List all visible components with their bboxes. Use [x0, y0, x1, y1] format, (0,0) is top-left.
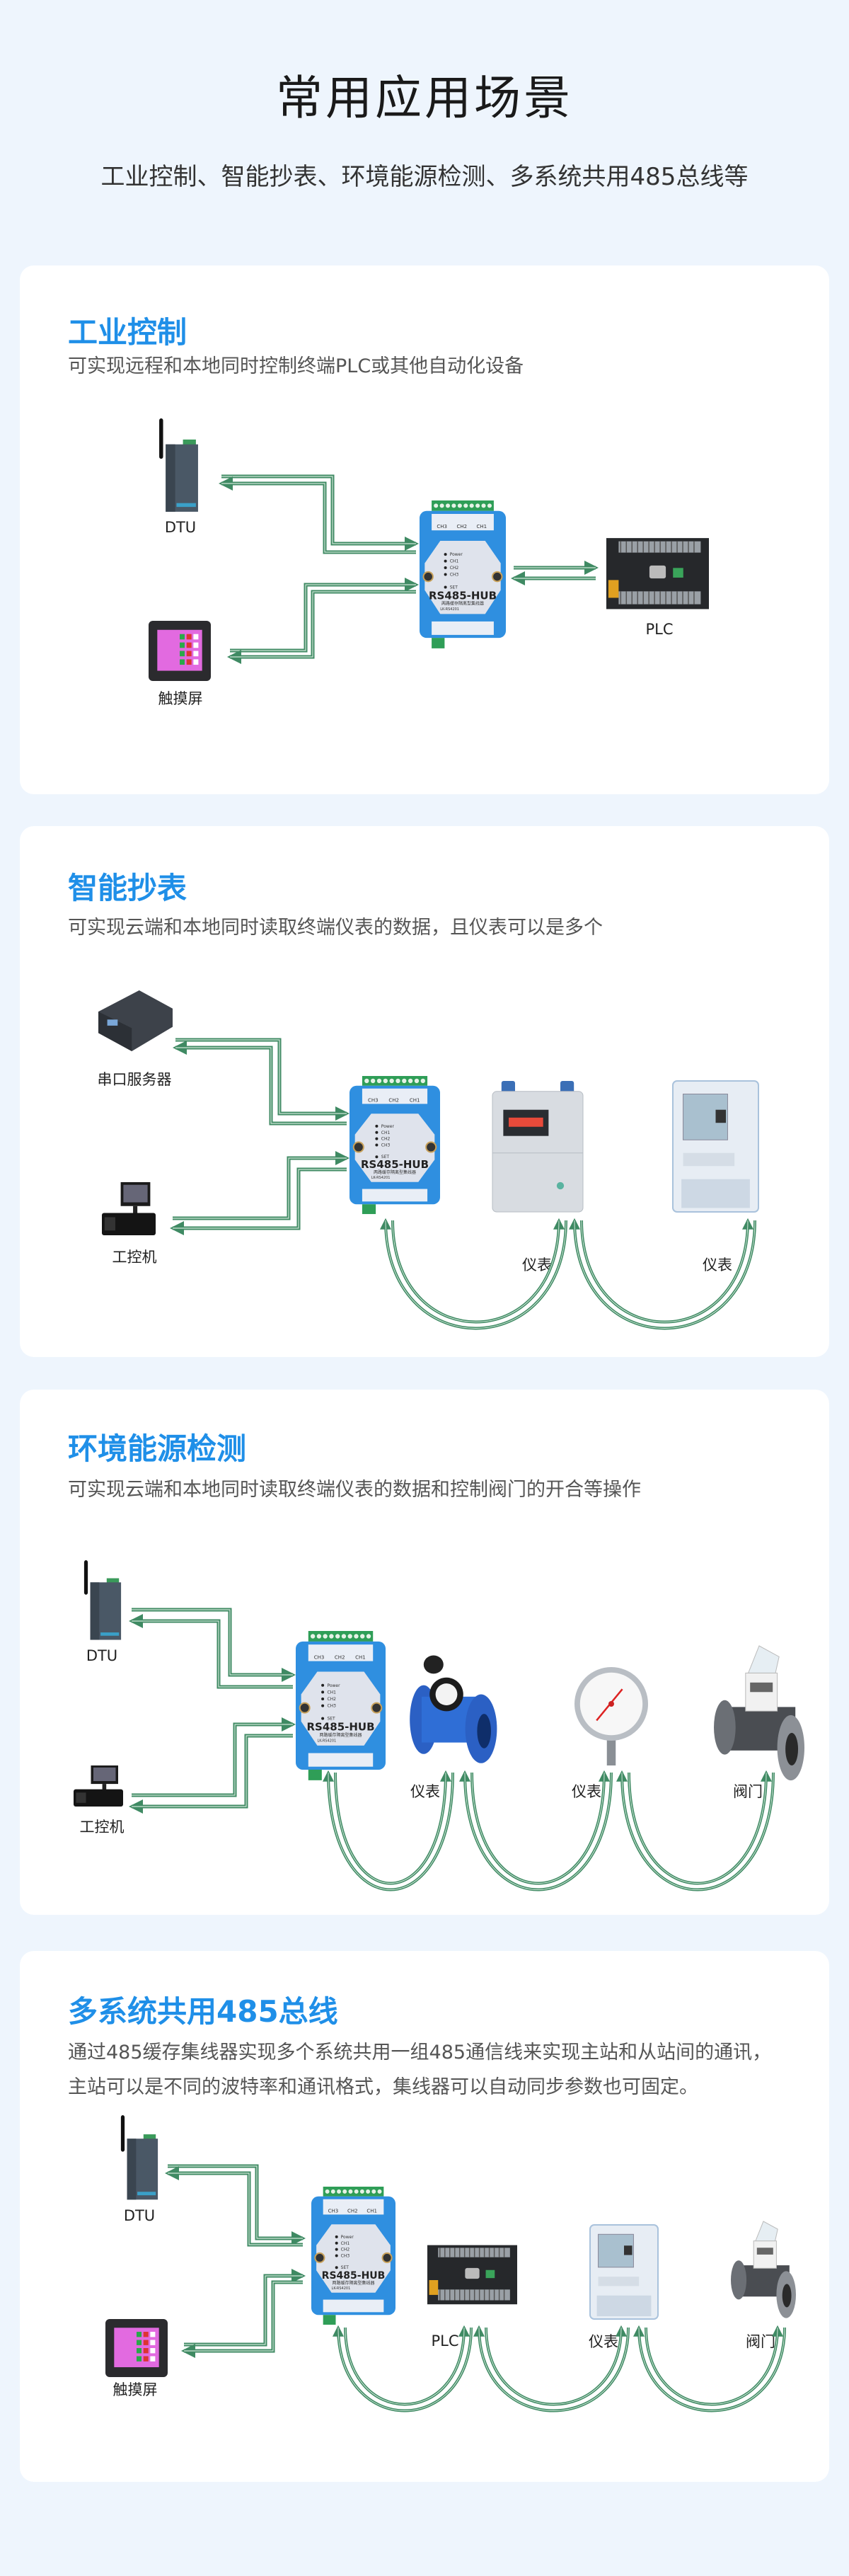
scenario-title: 智能抄表	[68, 871, 187, 905]
device-label-valve: 阀门	[733, 1783, 763, 1800]
page-title: 常用应用场景	[276, 71, 573, 125]
scenario-description: 主站可以是不同的波特率和通讯格式，集线器可以自动同步参数也可固定。	[68, 2076, 698, 2098]
scenario-title: 环境能源检测	[68, 1431, 247, 1466]
device-label-dtu: DTU	[86, 1647, 118, 1664]
device-label-meter: 仪表	[522, 1256, 552, 1273]
scenario-title: 工业控制	[68, 315, 187, 350]
scenario-description: 可实现云端和本地同时读取终端仪表的数据，且仪表可以是多个	[68, 917, 603, 939]
device-label-serial-server: 串口服务器	[97, 1071, 172, 1088]
device-label-dtu: DTU	[164, 519, 197, 536]
device-label-meter: 仪表	[410, 1783, 440, 1800]
device-label-dtu: DTU	[123, 2207, 156, 2224]
page-subtitle: 工业控制、智能抄表、环境能源检测、多系统共用485总线等	[100, 163, 749, 191]
scenario-card-energy-monitoring	[20, 1390, 829, 1915]
device-label-touchscreen: 触摸屏	[158, 690, 203, 707]
device-label-meter: 仪表	[589, 2333, 618, 2350]
device-label-valve: 阀门	[746, 2333, 775, 2350]
device-label-meter: 仪表	[703, 1256, 732, 1273]
scenario-description: 可实现远程和本地同时控制终端PLC或其他自动化设备	[68, 355, 524, 377]
scenario-title: 多系统共用485总线	[68, 1994, 338, 2029]
device-label-industrial-pc: 工控机	[112, 1249, 157, 1266]
scenario-description: 通过485缓存集线器实现多个系统共用一组485通信线来实现主站和从站间的通讯，	[68, 2042, 772, 2063]
device-label-touchscreen: 触摸屏	[112, 2381, 158, 2398]
device-label-meter: 仪表	[572, 1783, 601, 1800]
device-label-plc: PLC	[645, 621, 674, 638]
device-label-industrial-pc: 工控机	[79, 1819, 125, 1836]
device-label-plc: PLC	[431, 2332, 459, 2349]
scenario-description: 可实现云端和本地同时读取终端仪表的数据和控制阀门的开合等操作	[68, 1479, 641, 1501]
